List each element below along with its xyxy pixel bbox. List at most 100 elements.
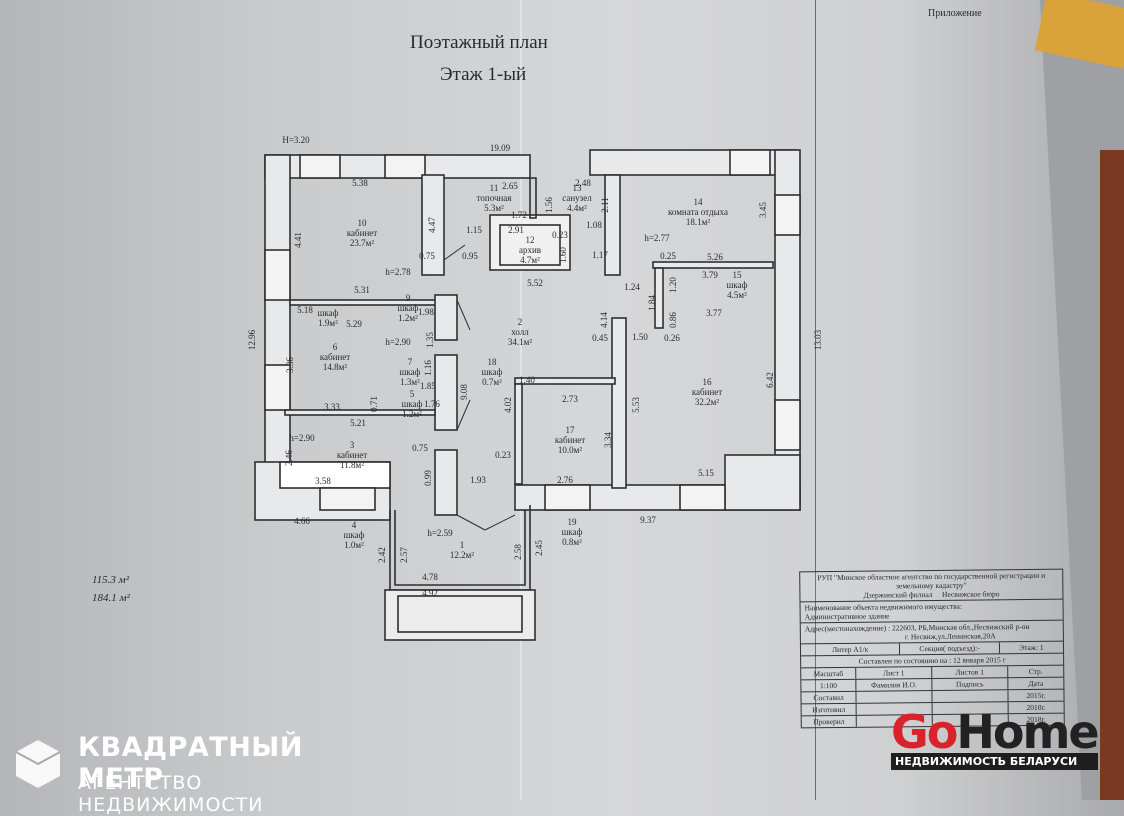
dim: 2.91	[508, 225, 524, 235]
grid-cell: Проверил	[801, 715, 857, 728]
dim-porch-inner: 4.78	[422, 572, 438, 582]
dim: 2.73	[562, 394, 578, 404]
dim: 0.75	[412, 443, 428, 453]
dim: 2.65	[502, 181, 518, 191]
dim: 1.17	[592, 250, 608, 260]
dim-left: 12.96	[247, 329, 257, 351]
dim: 1.08	[586, 220, 602, 230]
kvm-subtitle: АГЕНТСТВО НЕДВИЖИМОСТИ	[78, 772, 264, 816]
title-block-org: РУП "Минское областное агентство по госу…	[800, 569, 1063, 603]
dim: 3.34	[603, 432, 613, 448]
plan-title: Поэтажный план	[410, 32, 548, 53]
dim: 0.25	[660, 251, 676, 261]
org-name: РУП "Минское областное агентство по госу…	[817, 570, 1046, 591]
grid-cell: Подпись	[932, 678, 1009, 690]
dim: 2.45	[534, 540, 544, 556]
grid-cell: 1:100	[801, 679, 857, 692]
height-label: h=2.78	[385, 267, 411, 277]
dim: 1.76	[424, 399, 440, 409]
section: Секция( подъезд):-	[900, 642, 1000, 655]
total-area-1: 115.3 м²	[92, 574, 130, 586]
dim: 1.85	[420, 381, 436, 391]
gohome-subtitle: НЕДВИЖИМОСТЬ БЕЛАРУСИ	[891, 753, 1098, 770]
grid-cell: Масштаб	[801, 667, 857, 680]
dim: 3.79	[702, 270, 718, 280]
dim: 5.18	[297, 305, 313, 315]
dim: 2.46	[284, 450, 294, 466]
dim: 0.23	[552, 230, 568, 240]
dim: 5.26	[707, 252, 723, 262]
desk-edge	[1100, 150, 1124, 800]
dim: 9.08	[459, 384, 469, 400]
dim: 0.71	[369, 396, 379, 412]
dim: 5.21	[350, 418, 366, 428]
grid-cell: Изготовил	[801, 703, 857, 716]
grid-cell: Фамилия И.О.	[856, 678, 933, 691]
dim: 3.77	[706, 308, 722, 318]
grid-cell	[932, 690, 1009, 702]
dim: 4.41	[293, 232, 303, 248]
dim: 2.58	[513, 544, 523, 560]
title-block-object: Наименование объекта недвижимого имущест…	[800, 599, 1063, 624]
gohome-go: Go	[891, 705, 958, 759]
dim: 1.50	[632, 332, 648, 342]
grid-cell: 2015г.	[1026, 690, 1046, 701]
dim: 1.60	[558, 247, 568, 263]
appendix-label: Приложение	[928, 8, 982, 19]
total-area-2: 184.1 м²	[92, 592, 130, 604]
dim-top: 19.09	[489, 143, 511, 153]
gohome-watermark: GoHome НЕДВИЖИМОСТЬ БЕЛАРУСИ	[891, 705, 1100, 770]
grid-cell: Стр.	[1028, 666, 1043, 676]
dim: 1.24	[624, 282, 640, 292]
dim: 3.36	[285, 357, 295, 373]
page-frame-line	[815, 0, 1046, 800]
dim: 1.56	[544, 197, 554, 213]
floor-no: Этаж: 1	[1019, 642, 1044, 653]
dim: 4.47	[427, 217, 437, 233]
grid-cell: Дата	[1028, 678, 1044, 688]
dim: 1.15	[466, 225, 482, 235]
dim: 2.42	[377, 547, 387, 563]
dim: 0.86	[668, 312, 678, 328]
dim: 2.76	[557, 475, 573, 485]
dim: 1.72	[511, 210, 527, 220]
dim: 2.48	[575, 178, 591, 188]
dim: 2.11	[600, 197, 610, 213]
liter: Литер А1/к	[800, 643, 901, 656]
dim: 0.75	[419, 251, 435, 261]
dim: 1.93	[470, 475, 486, 485]
plan-floor: Этаж 1-ый	[440, 64, 527, 85]
dim: 0.45	[592, 333, 608, 343]
height-label: h=2.90	[385, 337, 411, 347]
grid-cell: Лист 1	[856, 666, 933, 679]
gohome-home: Home	[956, 705, 1099, 759]
height-mark: Н=3.20	[282, 135, 310, 145]
address-line-2: г. Несвиж,ул.Ленинская,20А	[904, 631, 996, 642]
dim: 5.15	[698, 468, 714, 478]
height-label: h=2.90	[289, 433, 315, 443]
dim: 0.26	[664, 333, 680, 343]
dim: 4.02	[503, 397, 513, 413]
dim: 3.45	[758, 202, 768, 218]
dim: 1.84	[647, 295, 657, 311]
dim-porch-outer: 4.92	[422, 588, 438, 598]
dim: 5.52	[527, 278, 543, 288]
dim: 1.16	[423, 360, 433, 376]
dim: 2.57	[399, 547, 409, 563]
dim: 1.40	[519, 375, 535, 385]
height-label: h=2.77	[644, 233, 670, 243]
dim: 5.31	[354, 285, 370, 295]
dim: 5.38	[352, 178, 368, 188]
